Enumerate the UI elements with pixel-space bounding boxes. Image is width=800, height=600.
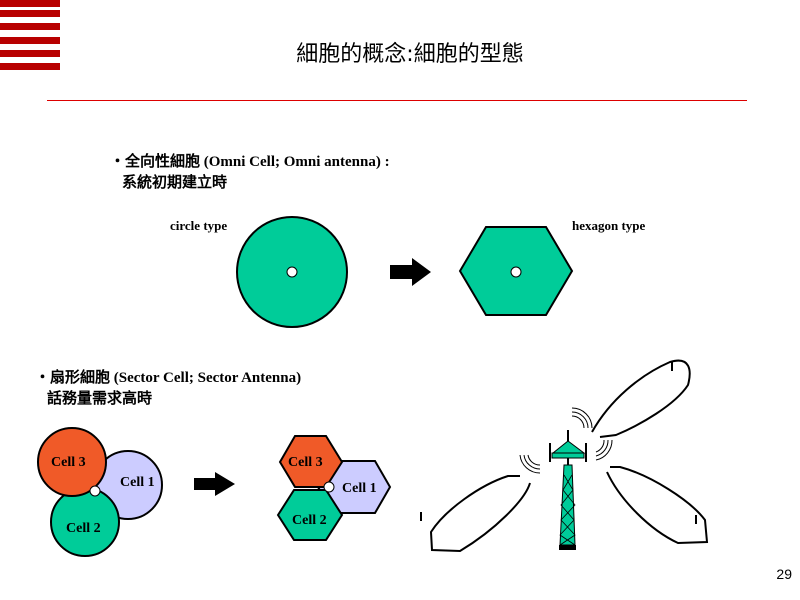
- bullet-omni-line2: 系統初期建立時: [122, 175, 228, 191]
- circle-type-label: circle type: [170, 218, 227, 233]
- bullet-sector: ・扇形細胞 (Sector Cell; Sector Antenna) 話務量需…: [35, 368, 301, 410]
- hex-cell-3-label: Cell 3: [288, 455, 323, 470]
- page-number: 29: [776, 566, 792, 582]
- cell-3-label: Cell 3: [51, 455, 86, 470]
- bullet-sector-line2: 話務量需求高時: [47, 391, 153, 407]
- bullet-omni: ・全向性細胞 (Omni Cell; Omni antenna) : 系統初期建…: [110, 152, 390, 194]
- antenna-point: [323, 481, 335, 493]
- antenna-point: [89, 485, 101, 497]
- cell-2-label: Cell 2: [66, 521, 101, 536]
- sector-circle-cell-3: [37, 427, 107, 497]
- hexagon-type-label: hexagon type: [572, 218, 646, 233]
- antenna-point: [510, 266, 522, 278]
- title-divider: [47, 100, 747, 101]
- hex-cell-2-label: Cell 2: [292, 513, 327, 528]
- sector-antenna-lobes: [420, 359, 709, 553]
- antenna-tower-icon: [549, 430, 587, 550]
- decor-stripe: [0, 50, 60, 57]
- signal-waves-icon: [519, 407, 613, 474]
- bullet-sector-line1: ・扇形細胞 (Sector Cell; Sector Antenna): [35, 370, 302, 386]
- decor-stripe: [0, 37, 60, 44]
- slide-title: 細胞的概念:細胞的型態: [296, 42, 524, 67]
- antenna-point: [286, 266, 298, 278]
- lobe-left: [429, 475, 531, 553]
- cell-1-label: Cell 1: [120, 475, 155, 490]
- sector-hex-cell-2: [276, 489, 344, 541]
- bullet-omni-line1: ・全向性細胞 (Omni Cell; Omni antenna) :: [110, 154, 390, 170]
- hex-cell-1-label: Cell 1: [342, 481, 377, 496]
- sector-hex-cell-3: [278, 435, 344, 488]
- decor-stripe: [0, 0, 60, 7]
- lobe-lower-right: [606, 466, 709, 545]
- arrow-right-icon: [390, 258, 431, 286]
- lobe-upper-right: [591, 359, 691, 438]
- decor-stripe: [0, 63, 60, 70]
- decor-stripe: [0, 23, 60, 30]
- decor-stripe: [0, 10, 60, 17]
- arrow-right-icon: [194, 472, 235, 496]
